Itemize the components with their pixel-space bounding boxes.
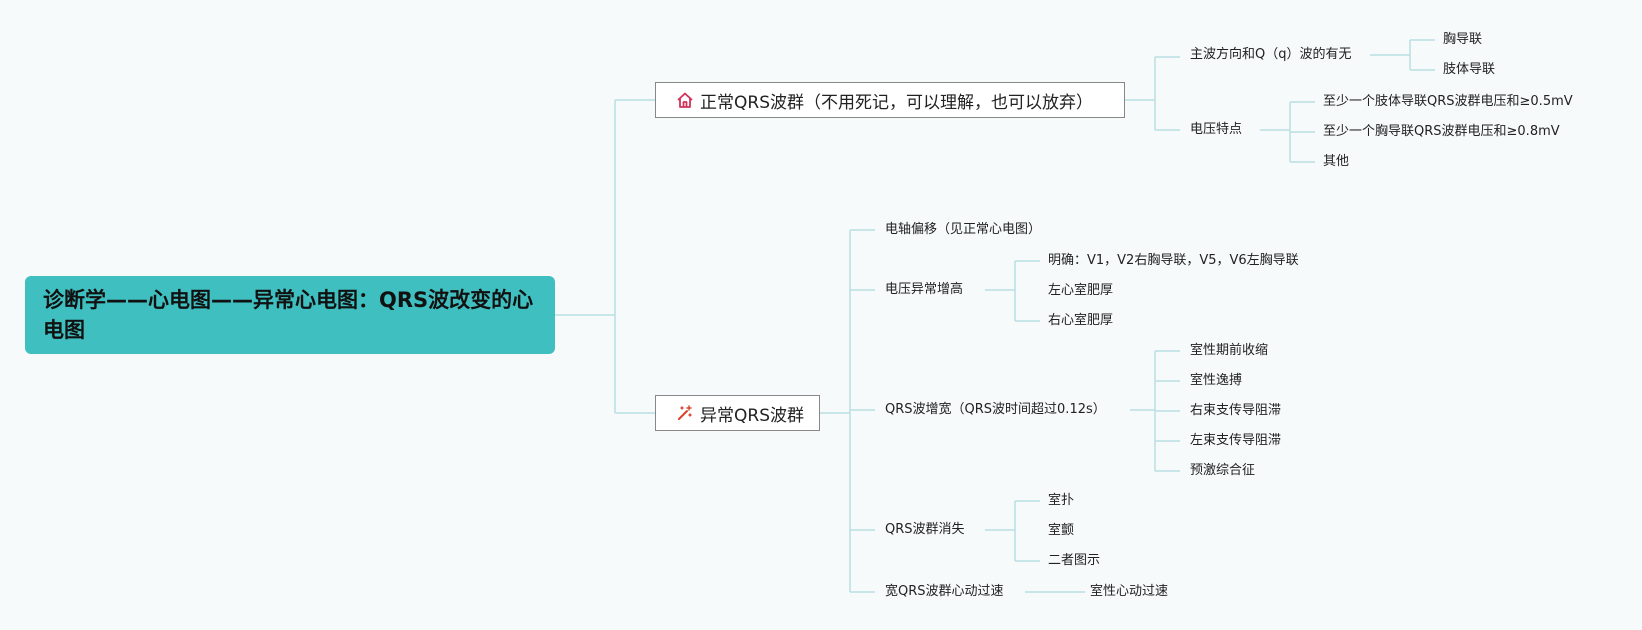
leaf-rvh[interactable]: 右心室肥厚 [1048, 313, 1114, 328]
leaf-both-illustrated[interactable]: 二者图示 [1048, 553, 1101, 568]
leaf-rbbb[interactable]: 右束支传导阻滞 [1190, 403, 1282, 418]
topic-qrs-disappear[interactable]: QRS波群消失 [885, 522, 965, 537]
topic-main-wave-direction[interactable]: 主波方向和Q（q）波的有无 [1190, 47, 1352, 62]
leaf-lbbb[interactable]: 左束支传导阻滞 [1190, 433, 1282, 448]
leaf-ventricular-flutter[interactable]: 室扑 [1048, 493, 1075, 508]
leaf-pvc[interactable]: 室性期前收缩 [1190, 343, 1269, 358]
topic-voltage-features[interactable]: 电压特点 [1190, 122, 1243, 137]
house-icon [674, 91, 696, 109]
branch-label: 正常QRS波群（不用死记，可以理解，也可以放弃） [700, 92, 1093, 113]
leaf-lvh[interactable]: 左心室肥厚 [1048, 283, 1114, 298]
leaf-preexcitation[interactable]: 预激综合征 [1190, 463, 1256, 478]
leaf-limb-leads[interactable]: 肢体导联 [1443, 62, 1496, 77]
leaf-other[interactable]: 其他 [1323, 154, 1350, 169]
leaf-leads-defined[interactable]: 明确：V1，V2右胸导联，V5，V6左胸导联 [1048, 253, 1299, 268]
branch-abnormal-qrs[interactable]: 异常QRS波群 [655, 395, 820, 431]
leaf-limb-voltage[interactable]: 至少一个肢体导联QRS波群电压和≥0.5mV [1323, 94, 1573, 109]
topic-wide-qrs-tachycardia[interactable]: 宽QRS波群心动过速 [885, 584, 1004, 599]
topic-qrs-widening[interactable]: QRS波增宽（QRS波时间超过0.12s） [885, 402, 1106, 417]
leaf-ventricular-fibrillation[interactable]: 室颤 [1048, 523, 1075, 538]
leaf-chest-voltage[interactable]: 至少一个胸导联QRS波群电压和≥0.8mV [1323, 124, 1560, 139]
topic-axis-deviation[interactable]: 电轴偏移（见正常心电图） [885, 222, 1042, 237]
topic-voltage-increase[interactable]: 电压异常增高 [885, 282, 964, 297]
leaf-chest-leads[interactable]: 胸导联 [1443, 32, 1483, 47]
branch-normal-qrs[interactable]: 正常QRS波群（不用死记，可以理解，也可以放弃） [655, 82, 1125, 118]
sparkle-icon [674, 404, 696, 422]
branch-label: 异常QRS波群 [700, 405, 804, 426]
leaf-ventricular-escape[interactable]: 室性逸搏 [1190, 373, 1243, 388]
leaf-vt[interactable]: 室性心动过速 [1090, 584, 1169, 599]
root-topic[interactable]: 诊断学——心电图——异常心电图：QRS波改变的心电图 [25, 276, 555, 354]
